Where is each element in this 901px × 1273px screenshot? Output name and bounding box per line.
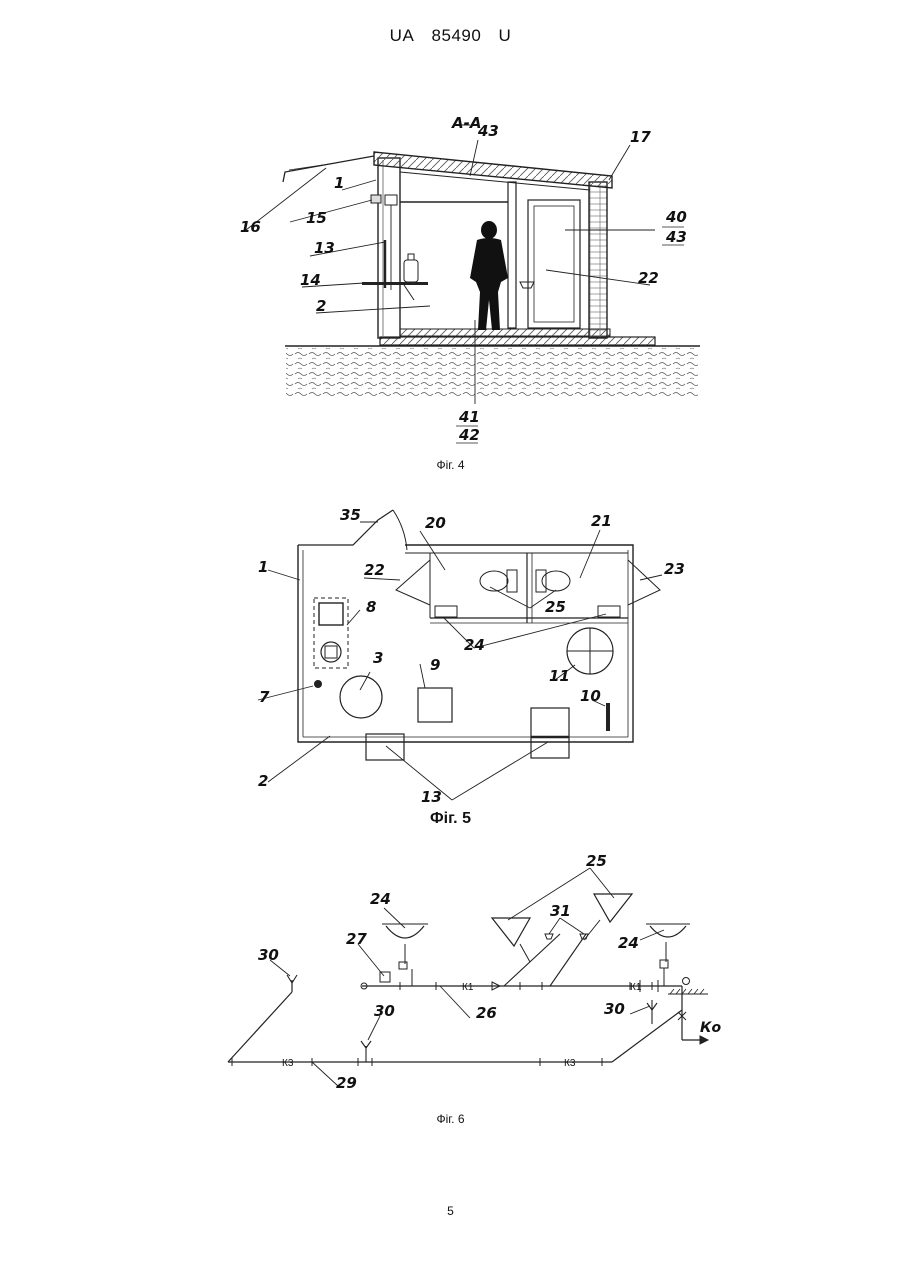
fig5-label-11: 11 <box>549 667 570 685</box>
drain-point <box>314 680 322 688</box>
fig4-label-43b: 43 <box>665 228 687 246</box>
round-table <box>340 676 382 718</box>
floor-covering <box>400 329 610 336</box>
counter <box>362 282 428 285</box>
figure-5-plan-drawing <box>298 510 660 760</box>
fig5-label-13: 13 <box>421 788 442 806</box>
fig4-label-14: 14 <box>300 271 321 289</box>
fig5-label-25: 25 <box>545 598 566 616</box>
person-silhouette-icon <box>470 221 508 330</box>
fig4-label-2: 2 <box>316 297 326 315</box>
partition-column <box>508 182 516 328</box>
fig6-line-k3b: К3 <box>564 1058 576 1069</box>
fig4-label-22: 22 <box>638 269 659 287</box>
fig6-label-30b: 30 <box>374 1002 395 1020</box>
page-number: 5 <box>0 1204 901 1218</box>
fig6-line-k3a: К3 <box>282 1058 294 1069</box>
fig6-line-k1b: К1 <box>630 982 642 993</box>
left-wall <box>378 158 400 338</box>
fig6-label-31: 31 <box>550 902 571 920</box>
fig6-label-24b: 24 <box>618 934 639 952</box>
fig5-label-20: 20 <box>425 514 446 532</box>
fig5-label-7: 7 <box>259 688 270 706</box>
cabinet <box>418 688 452 722</box>
small-sink-icon <box>520 282 534 288</box>
fig4-label-40: 40 <box>665 208 687 226</box>
fig5-label-2: 2 <box>258 772 268 790</box>
fig5-label-1: 1 <box>258 558 268 576</box>
right-wall <box>589 182 607 338</box>
service-window <box>531 708 569 758</box>
fig6-label-24a: 24 <box>370 890 391 908</box>
wash-basin-icon <box>435 606 457 617</box>
window-lock <box>371 195 381 203</box>
toilet-door <box>528 200 580 328</box>
fig6-label-25: 25 <box>586 852 607 870</box>
figure-5-caption: Фіг. 5 <box>0 810 901 828</box>
figure-6-plumbing-scheme <box>228 894 708 1066</box>
fig6-outlet-ko: Ко <box>700 1020 721 1036</box>
figure-4-caption: Фіг. 4 <box>0 458 901 472</box>
roof-slab <box>374 152 612 188</box>
fig5-label-24: 24 <box>464 636 485 654</box>
fig6-line-k1a: К1 <box>462 982 474 993</box>
fig4-label-43: 43 <box>477 122 499 140</box>
fig5-label-35: 35 <box>340 506 361 524</box>
fig4-label-13: 13 <box>314 239 335 257</box>
fig5-label-23: 23 <box>664 560 685 578</box>
toilet-bowl-icon <box>536 570 570 592</box>
fig5-label-9: 9 <box>430 656 440 674</box>
fig5-label-8: 8 <box>366 598 376 616</box>
fig6-label-30c: 30 <box>604 1000 625 1018</box>
fig4-label-16: 16 <box>240 218 261 236</box>
fig6-label-26: 26 <box>476 1004 497 1022</box>
fig5-label-3: 3 <box>373 649 383 667</box>
fig6-label-29: 29 <box>336 1074 357 1092</box>
bottle-icon <box>404 260 418 282</box>
fig4-label-42: 42 <box>458 426 480 444</box>
ground <box>285 346 700 396</box>
floor-slab <box>380 337 655 345</box>
fig4-label-17: 17 <box>630 128 651 146</box>
fig5-label-22: 22 <box>364 561 385 579</box>
radiator <box>606 703 610 731</box>
figure-6-caption: Фіг. 6 <box>0 1112 901 1126</box>
fig5-label-21: 21 <box>591 512 612 530</box>
fig4-label-15: 15 <box>306 209 327 227</box>
fig4-label-41: 41 <box>458 408 480 426</box>
fig6-label-30a: 30 <box>258 946 279 964</box>
toilet-bowl-icon <box>480 570 517 592</box>
fig5-label-10: 10 <box>580 687 601 705</box>
fig6-label-27: 27 <box>346 930 367 948</box>
fig4-section-label: А-А <box>451 114 481 132</box>
fig4-label-1: 1 <box>334 174 344 192</box>
